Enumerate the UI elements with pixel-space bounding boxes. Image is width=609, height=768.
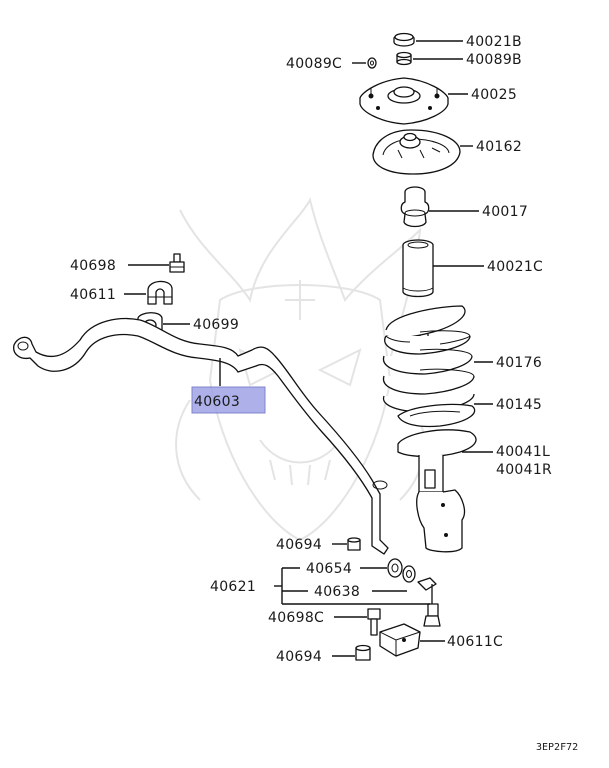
- part-40017-bump-stop: [400, 186, 430, 228]
- label-40611c: 40611C: [447, 634, 503, 650]
- label-40694-lower: 40694: [276, 649, 322, 665]
- part-40698c-bolt: [367, 608, 381, 636]
- part-40089c-washer: [367, 57, 377, 69]
- label-40162: 40162: [476, 139, 522, 155]
- label-40699: 40699: [193, 317, 239, 333]
- label-40621: 40621: [210, 579, 256, 595]
- part-40611-bracket: [147, 280, 173, 305]
- part-40698-bolt: [169, 253, 185, 273]
- part-40176-coil-spring: [382, 305, 475, 413]
- label-40145: 40145: [496, 397, 542, 413]
- label-40611: 40611: [70, 287, 116, 303]
- part-40025-strut-mount: [359, 77, 449, 125]
- label-40025: 40025: [471, 87, 517, 103]
- part-40694-nut-upper: [347, 537, 361, 551]
- watermark-emblem: [175, 197, 425, 542]
- diagram-code: 3EP2F72: [536, 742, 578, 753]
- label-40021b: 40021B: [466, 34, 522, 50]
- label-40021c: 40021C: [487, 259, 543, 275]
- part-40041-strut: [397, 429, 477, 553]
- label-40654: 40654: [306, 561, 352, 577]
- label-40041r: 40041R: [496, 462, 552, 478]
- part-stabilizer-link: [417, 577, 441, 627]
- part-40021b-cap: [393, 32, 415, 47]
- part-40654-bushing: [387, 558, 403, 578]
- part-40611c-bracket: [379, 623, 421, 657]
- label-40603[interactable]: 40603: [194, 394, 240, 410]
- part-40603-stabilizer-bar: [13, 317, 389, 555]
- highlight-40603: [191, 386, 266, 414]
- label-40698c: 40698C: [268, 610, 324, 626]
- part-40021c-dust-boot: [402, 239, 434, 298]
- label-40089b: 40089B: [466, 52, 522, 68]
- label-40089c: 40089C: [286, 56, 342, 72]
- part-40638-bushing: [402, 565, 416, 583]
- label-40694-upper: 40694: [276, 537, 322, 553]
- label-40041l: 40041L: [496, 444, 550, 460]
- label-40698: 40698: [70, 258, 116, 274]
- part-40162-spring-seat: [372, 129, 461, 175]
- label-40638: 40638: [314, 584, 360, 600]
- bracket-40621: [274, 567, 430, 605]
- label-40176: 40176: [496, 355, 542, 371]
- part-40089b-nut: [396, 51, 412, 66]
- label-40017: 40017: [482, 204, 528, 220]
- part-40145-spring-pad: [397, 403, 476, 428]
- part-40694-nut-lower: [355, 644, 371, 661]
